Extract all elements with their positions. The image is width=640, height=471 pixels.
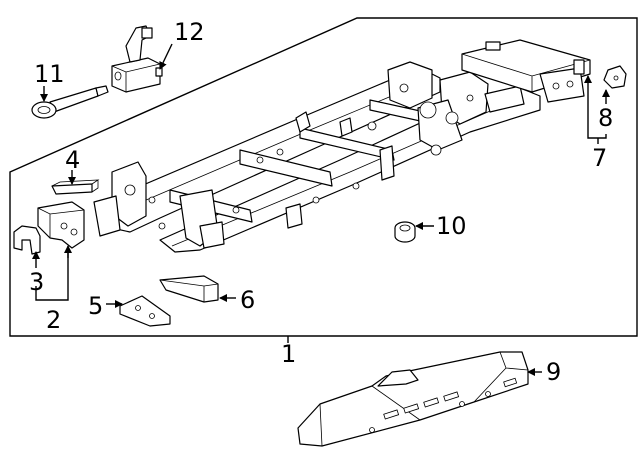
callout-1: 1	[281, 340, 296, 368]
callout-10: 10	[436, 212, 467, 240]
part-7-crossmember	[461, 39, 591, 103]
frame-assembly	[93, 61, 541, 253]
callout-6: 6	[240, 286, 255, 314]
leader-2	[35, 248, 69, 301]
part-8-bracket	[603, 65, 627, 89]
leader-12	[159, 43, 173, 70]
callout-8: 8	[598, 104, 613, 132]
callout-9: 9	[546, 358, 561, 386]
part-10-bushing	[394, 221, 416, 243]
callout-12: 12	[174, 18, 205, 46]
callout-5: 5	[88, 292, 103, 320]
part-12-bracket	[111, 25, 163, 93]
part-5-bracket	[119, 295, 171, 327]
callout-2: 2	[46, 306, 61, 334]
leader-7	[587, 134, 607, 139]
callout-3: 3	[29, 268, 44, 296]
assembly-boundary	[9, 17, 638, 337]
callout-7: 7	[592, 144, 607, 172]
part-2-bracket	[37, 201, 85, 249]
part-11-eye-bolt	[31, 85, 109, 119]
part-6-bracket	[159, 275, 219, 303]
part-9-skid-plate	[297, 351, 529, 447]
callout-4: 4	[65, 146, 80, 174]
part-4-pad	[51, 179, 100, 195]
callout-11: 11	[34, 60, 65, 88]
part-3-insulator	[13, 225, 41, 255]
